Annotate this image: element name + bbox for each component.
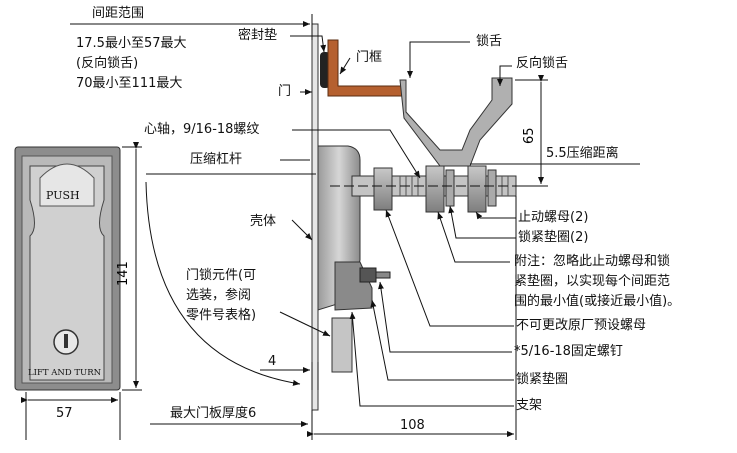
label-dim-108: 108: [400, 418, 425, 433]
side-view: [311, 23, 517, 411]
label-lock-element-line2: 选装，参阅: [186, 288, 252, 303]
key-slot: [64, 334, 68, 348]
label-lock-washer: 锁紧垫圈: [516, 372, 569, 387]
label-compression-distance: 5.5压缩距离: [546, 146, 619, 161]
label-range-line3: 70最小至111最大: [76, 76, 183, 91]
label-note-line1: 附注：忽略此止动螺母和锁: [514, 254, 671, 269]
label-door: 门: [278, 84, 292, 99]
latch-shape: [399, 77, 513, 167]
front-view: [14, 142, 142, 440]
label-dim-141: 141: [116, 261, 131, 286]
label-housing: 壳体: [250, 214, 277, 229]
stop-nut-1-shape: [425, 165, 445, 213]
lock-element-shape: [331, 317, 353, 373]
label-lock-washer-2: 锁紧垫圈(2): [518, 230, 589, 245]
front-recess: [29, 165, 105, 381]
label-lock-element-line1: 门锁元件(可: [186, 268, 257, 283]
label-dim-65: 65: [522, 127, 537, 144]
label-reverse-latch: 反向锁舌: [516, 56, 569, 71]
washer-1-shape: [445, 169, 455, 207]
washer-2-shape: [487, 169, 497, 207]
preset-nut-shape: [373, 167, 393, 211]
stop-nut-2-shape: [467, 165, 487, 213]
label-latch: 锁舌: [476, 34, 503, 49]
label-stop-nut: 止动螺母(2): [518, 210, 589, 225]
label-note-line2: 紧垫圈，以实现每个间距范: [514, 274, 671, 289]
push-button: [39, 163, 95, 207]
label-compression-lever: 压缩杠杆: [190, 152, 243, 167]
leader-lines: [70, 14, 640, 440]
label-spacing-range: 间距范围: [92, 6, 145, 21]
label-range-line2: (反向锁舌): [76, 56, 139, 71]
fixing-screw-head: [359, 267, 377, 283]
label-bracket: 支架: [516, 398, 543, 413]
label-dim-57: 57: [56, 406, 73, 421]
lift-turn-text: LIFT AND TURN: [28, 368, 102, 378]
label-door-frame: 门框: [356, 50, 383, 65]
label-note-line3: 围的最小值(或接近最小值)。: [514, 294, 681, 309]
label-dim-4: 4: [268, 354, 277, 369]
fixing-screw-shank: [375, 271, 391, 279]
label-max-door-thickness: 最大门板厚度6: [170, 406, 257, 421]
door-frame-shape: [327, 39, 403, 97]
label-spindle: 心轴，9/16-18螺纹: [144, 122, 260, 137]
door-panel: [311, 23, 319, 411]
label-range-line1: 17.5最小至57最大: [76, 36, 187, 51]
label-lock-element-line3: 零件号表格): [186, 308, 257, 323]
push-text: PUSH: [46, 189, 80, 202]
label-preset-nut: 不可更改原厂预设螺母: [516, 318, 647, 333]
label-gasket: 密封垫: [238, 28, 278, 43]
label-fixing-screw: *5/16-18固定螺钉: [514, 344, 623, 359]
